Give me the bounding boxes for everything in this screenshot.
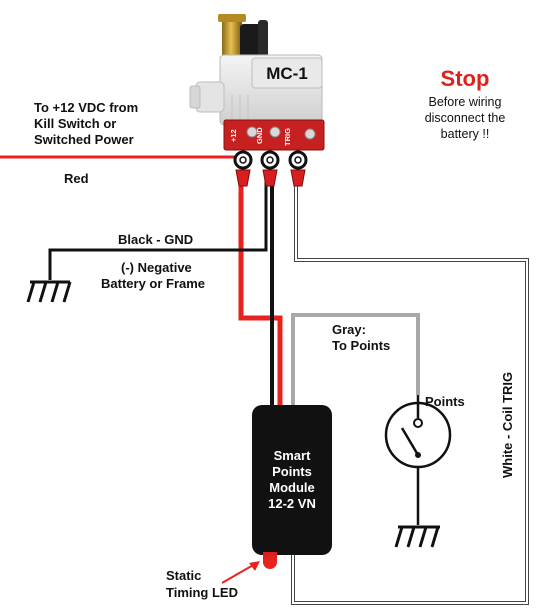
arrow-icon <box>221 561 260 584</box>
led-label-line-1: Static <box>166 568 201 583</box>
pin-label-12v: +12 <box>229 129 238 142</box>
power-source-line-1: To +12 VDC from <box>34 100 138 115</box>
warning-line-3: battery !! <box>441 127 490 141</box>
points-ground-icon <box>394 525 440 548</box>
gray-label-line-1: Gray: <box>332 322 366 337</box>
spm-line-2: Points <box>272 464 312 479</box>
pin-label-trig: TRIG <box>283 128 292 146</box>
spm-line-3: Module <box>269 480 315 495</box>
white-trig-wire <box>292 180 528 604</box>
pad-extra <box>304 128 316 140</box>
points-label: Points <box>425 394 465 409</box>
red-wire-to-module <box>238 180 283 410</box>
warning-line-1: Before wiring <box>429 95 502 109</box>
spm-box <box>252 405 332 555</box>
brass-connector-icon <box>218 14 268 60</box>
led-label-line-2: Timing LED <box>166 585 238 600</box>
timing-led-dome <box>263 555 277 569</box>
pad-trig <box>269 126 281 138</box>
pad-gnd <box>246 126 258 138</box>
mc1-module: MC-1 +12 GND TRIG <box>189 14 325 187</box>
gray-wire-to-points <box>291 313 420 410</box>
white-trig-label: White - Coil TRIG <box>500 372 515 478</box>
negative-label-line-2: Battery or Frame <box>101 276 205 291</box>
spm-line-4: 12-2 VN <box>268 496 316 511</box>
pin-label-gnd: GND <box>255 127 264 144</box>
negative-label-line-1: (-) Negative <box>121 260 192 275</box>
warning-title: Stop <box>441 66 490 91</box>
power-source-line-2: Kill Switch or <box>34 116 116 131</box>
black-gnd-label: Black - GND <box>118 232 193 247</box>
ground-symbol-icon <box>26 280 72 303</box>
spm-line-1: Smart <box>274 448 312 463</box>
power-source-line-3: Switched Power <box>34 132 134 147</box>
smart-points-module: Smart Points Module 12-2 VN <box>252 405 332 569</box>
warning-line-2: disconnect the <box>425 111 506 125</box>
terminal-ring-icon <box>233 150 308 170</box>
gray-label-line-2: To Points <box>332 338 390 353</box>
module-name: MC-1 <box>266 64 308 83</box>
red-wire-label: Red <box>64 171 89 186</box>
black-gnd-wire <box>48 180 268 280</box>
points-switch-icon <box>384 395 452 469</box>
